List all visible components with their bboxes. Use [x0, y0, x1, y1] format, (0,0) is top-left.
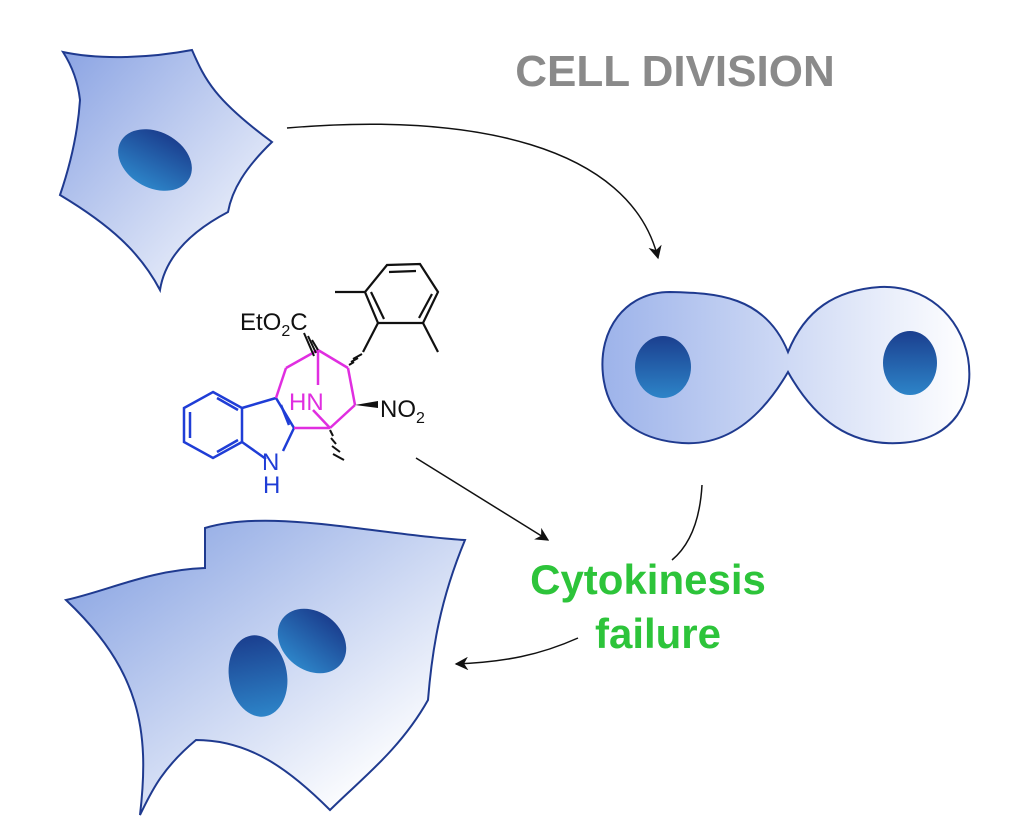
binucleated-cell: [63, 519, 467, 816]
indole-pyrrole-ring: [241, 396, 296, 461]
ester-label: EtO2C: [240, 309, 308, 340]
dividing-cell: [601, 285, 971, 445]
parent-nucleus: [118, 129, 192, 191]
nitro-label: NO2: [380, 396, 425, 427]
bicyclic-core: [274, 348, 357, 430]
nucleus-1: [228, 635, 288, 717]
cytokinesis-label: Cytokinesis: [530, 556, 766, 603]
inhibitor-arrow: [415, 457, 550, 541]
parent-cell: [58, 48, 274, 294]
aryl-ring: [335, 262, 440, 353]
failure-arrow: [454, 637, 579, 671]
dividing-cell-membrane: [601, 285, 971, 445]
indole-h-label: H: [263, 472, 280, 499]
division-arrow: [286, 123, 662, 260]
title: CELL DIVISION: [515, 47, 834, 96]
stereo-bonds: [303, 332, 363, 461]
inhibitor-molecule: N H HN EtO2C: [182, 262, 440, 499]
daughter-nucleus-left: [635, 336, 691, 398]
nitro-wedge: [355, 401, 378, 408]
indole-n-label: N: [262, 449, 279, 476]
nucleus-2: [277, 608, 347, 674]
failure-label: failure: [595, 610, 721, 657]
daughter-to-failure-line: [671, 484, 703, 561]
daughter-nucleus-right: [883, 331, 937, 395]
bridge-nh-label: HN: [289, 389, 324, 416]
indole-benzene-ring: [182, 390, 244, 460]
